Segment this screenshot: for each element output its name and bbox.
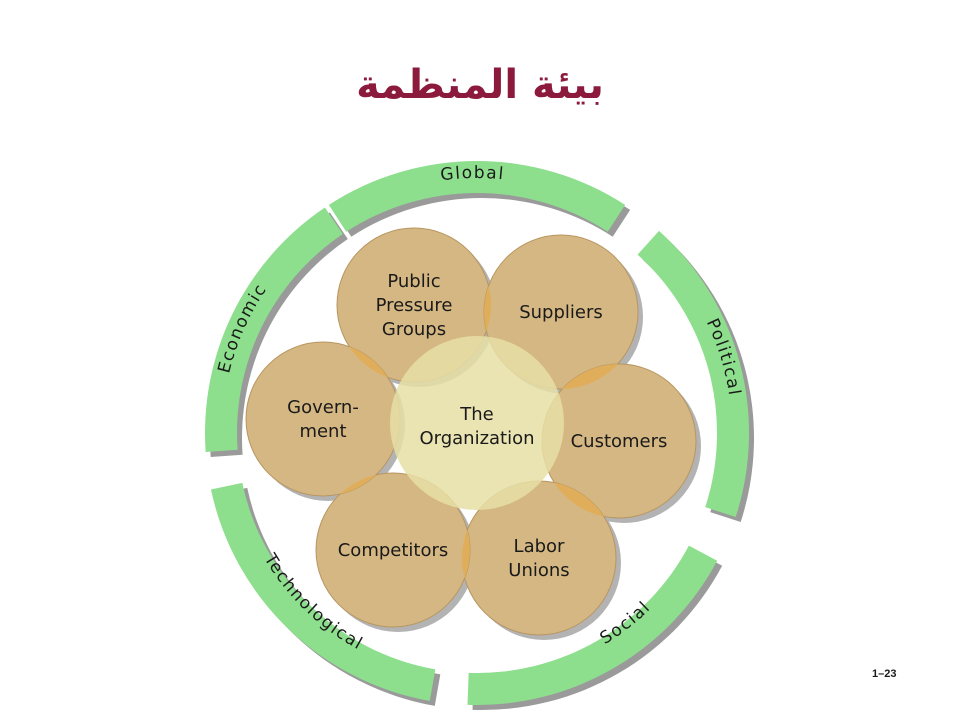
organization-circle [390,336,564,510]
environment-bands [205,161,749,705]
pressure-label-line: Pressure [376,295,453,316]
economic-band-shadow [210,212,348,457]
unions-label-line: Unions [508,560,569,581]
competitors-label-line: Competitors [338,540,449,561]
suppliers-label-line: Suppliers [519,302,603,323]
customers-label-line: Customers [571,431,668,452]
government-label-line: ment [299,421,346,442]
page-number: 1–23 [872,668,897,680]
pressure-label-line: Public [387,271,440,292]
page-title: بيئة المنظمة [356,62,604,108]
social-band [467,545,718,705]
organization-label-line: The [459,404,493,425]
global-band [328,161,626,232]
organization-label-line: Organization [419,428,534,449]
political-band [637,230,749,518]
stakeholder-circles [245,227,697,636]
government-label-line: Govern- [287,397,359,418]
pressure-label-line: Groups [382,319,446,340]
global-band-label: Global [439,163,505,185]
economic-band [205,207,343,452]
organization-center [390,336,564,510]
unions-label-line: Labor [514,536,565,557]
technological-band [210,482,436,701]
